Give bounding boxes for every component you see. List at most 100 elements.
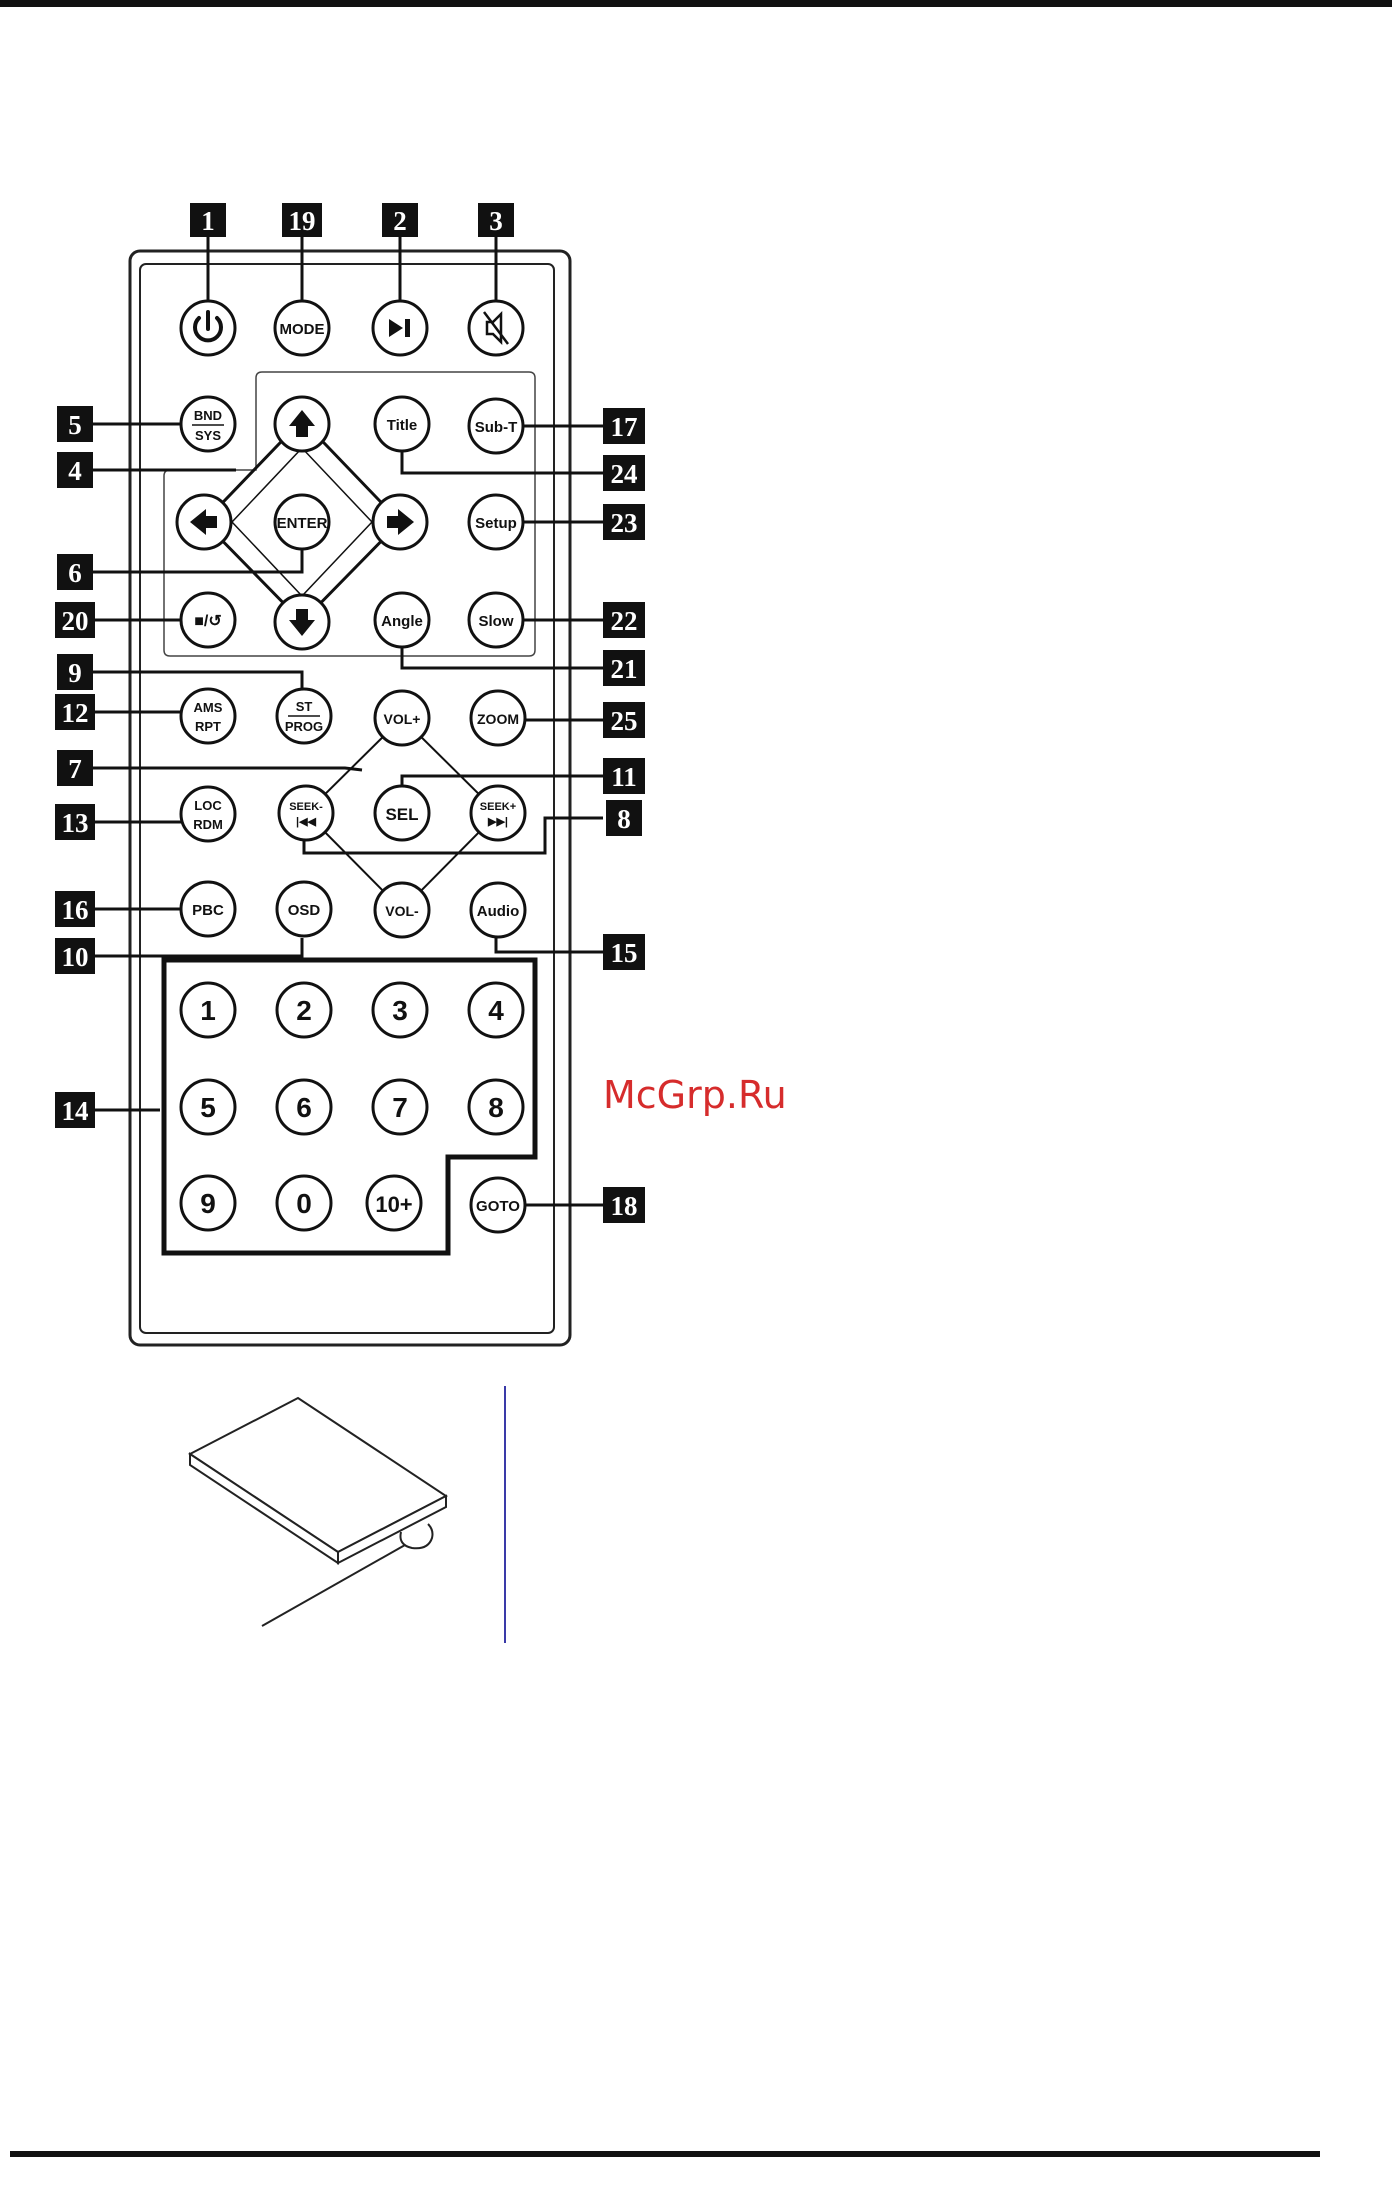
goto-button[interactable]: GOTO [471,1178,525,1232]
digit-label: 0 [296,1188,312,1219]
callout-label: 17 [611,412,638,442]
callout-label: 23 [611,508,638,538]
callout-label: 9 [68,658,82,688]
callout-label: 25 [611,706,638,736]
slow-label: Slow [478,613,513,630]
callout-24: 24 [603,455,645,491]
callout-label: 19 [289,206,316,236]
audio-label: Audio [477,903,520,920]
callout-3: 3 [478,203,514,237]
top-rule [0,0,1392,7]
callout-label: 1 [201,206,215,236]
digit-button-9[interactable]: 9 [181,1176,235,1230]
sub-t-button[interactable]: Sub-T [469,399,523,453]
digit-label: 2 [296,995,312,1026]
callout-label: 21 [611,654,638,684]
enter-label: ENTER [277,515,328,532]
digit-button-4[interactable]: 4 [469,983,523,1037]
setup-label: Setup [475,515,517,532]
callout-20: 20 [55,602,95,638]
callout-label: 20 [62,606,89,636]
sys-label: SYS [195,428,221,443]
callout-label: 11 [611,762,637,792]
slow-button[interactable]: Slow [469,593,523,647]
seek-fwd-button[interactable]: SEEK+ ▶▶| [471,786,525,840]
digit-label: 3 [392,995,408,1026]
sel-button[interactable]: SEL [375,786,429,840]
callout-21: 21 [603,650,645,686]
digit-label: 10+ [375,1192,412,1217]
callout-25: 25 [603,702,645,738]
callout-17: 17 [603,408,645,444]
prog-label: PROG [285,719,323,734]
callout-22: 22 [603,602,645,638]
mode-label: MODE [280,321,325,338]
ams-rpt-button[interactable]: AMS RPT [181,689,235,743]
digit-button-5[interactable]: 5 [181,1080,235,1134]
callout-label: 22 [611,606,638,636]
angle-button[interactable]: Angle [375,593,429,647]
st-prog-button[interactable]: ST PROG [277,689,331,743]
callout-1: 1 [190,203,226,237]
vol-up-button[interactable]: VOL+ [375,691,429,745]
bnd-label: BND [194,408,222,423]
title-button[interactable]: Title [375,397,429,451]
bnd-sys-button[interactable]: BND SYS [181,397,235,451]
zoom-button[interactable]: ZOOM [471,691,525,745]
digit-button-6[interactable]: 6 [277,1080,331,1134]
digit-button-8[interactable]: 8 [469,1080,523,1134]
bottom-rule [10,2151,1320,2157]
callout-label: 13 [62,808,89,838]
loc-rdm-button[interactable]: LOC RDM [181,787,235,841]
callout-label: 12 [62,698,89,728]
seek-back-button[interactable]: SEEK- |◀◀ [279,786,333,840]
loc-label: LOC [194,798,222,813]
play-pause-button[interactable] [373,301,427,355]
enter-button[interactable]: ENTER [275,495,329,549]
seek-back-symbol: |◀◀ [296,816,317,828]
audio-button[interactable]: Audio [471,883,525,937]
digit-label: 5 [200,1092,216,1123]
callout-label: 18 [611,1191,638,1221]
callout-19: 19 [282,203,322,237]
osd-label: OSD [288,902,321,919]
callout-15: 15 [603,934,645,970]
pbc-button[interactable]: PBC [181,882,235,936]
callout-label: 7 [68,754,82,784]
callout-23: 23 [603,504,645,540]
callout-6: 6 [57,554,93,590]
down-button[interactable] [275,595,329,649]
callout-12: 12 [55,694,95,730]
seek-fwd-label: SEEK+ [480,801,516,813]
callout-label: 14 [62,1096,89,1126]
digit-button-10-plus[interactable]: 10+ [367,1176,421,1230]
up-button[interactable] [275,397,329,451]
digit-label: 1 [200,995,216,1026]
digit-button-0[interactable]: 0 [277,1176,331,1230]
mute-button[interactable] [469,301,523,355]
osd-button[interactable]: OSD [277,882,331,936]
digit-button-2[interactable]: 2 [277,983,331,1037]
setup-button[interactable]: Setup [469,495,523,549]
digit-label: 4 [488,995,504,1026]
stop-return-label: ■/↺ [194,613,222,630]
digit-button-1[interactable]: 1 [181,983,235,1037]
callout-8: 8 [606,800,642,836]
mode-button[interactable]: MODE [275,301,329,355]
callout-leader-lines [93,237,603,1205]
power-button[interactable] [181,301,235,355]
stop-return-button[interactable]: ■/↺ [181,593,235,647]
digit-button-7[interactable]: 7 [373,1080,427,1134]
callout-label: 10 [62,942,89,972]
digit-button-3[interactable]: 3 [373,983,427,1037]
rpt-label: RPT [195,719,221,734]
right-button[interactable] [373,495,427,549]
callout-label: 3 [489,206,503,236]
callout-14: 14 [55,1092,95,1128]
callout-10: 10 [55,938,95,974]
vol-down-button[interactable]: VOL- [375,883,429,937]
callout-9: 9 [57,654,93,690]
angle-label: Angle [381,613,423,630]
battery-illustration [190,1398,446,1626]
left-button[interactable] [177,495,231,549]
